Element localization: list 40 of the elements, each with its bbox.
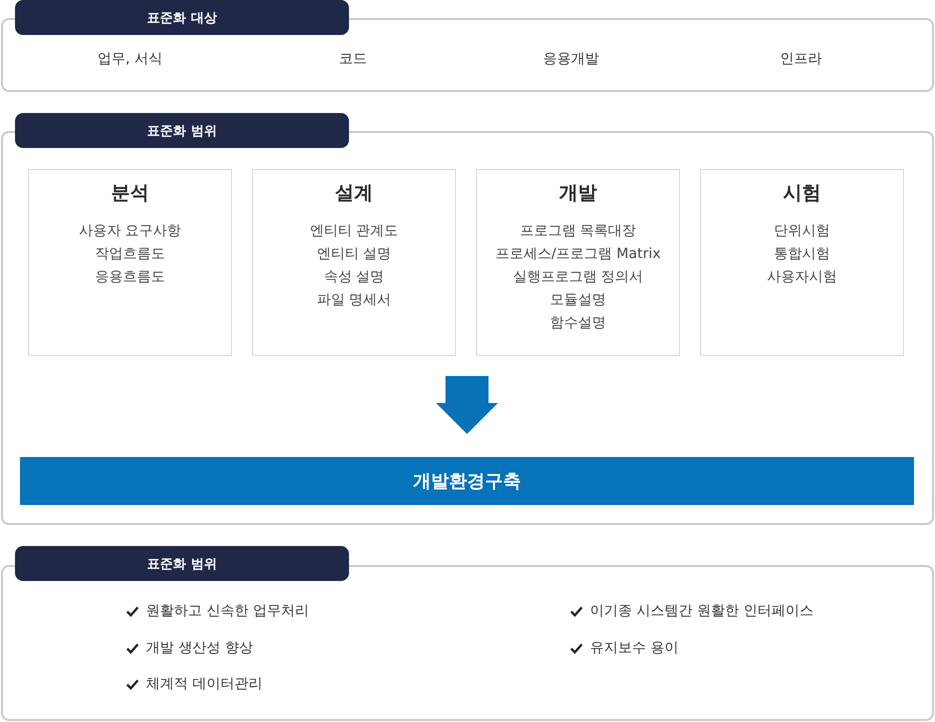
card-heading: 시험 [783, 181, 821, 205]
benefit-text: 유지보수 용이 [590, 639, 678, 658]
scope-item: 인프라 [780, 50, 822, 69]
card-list-item: 속성 설명 [324, 268, 384, 287]
section-panel [1, 0, 934, 92]
scope-item: 업무, 서식 [98, 50, 162, 69]
card-list-item: 함수설명 [550, 314, 606, 333]
card-list-item: 단위시험 [774, 222, 830, 241]
benefit-text: 원활하고 신속한 업무처리 [146, 602, 309, 621]
category-card [252, 169, 456, 356]
card-list-item: 파일 명세서 [316, 291, 392, 310]
section-title-tab: 표준화 범위 [15, 113, 349, 148]
scope-item: 응용개발 [543, 50, 599, 69]
category-card [700, 169, 904, 356]
card-list-item: 프로세스/프로그램 Matrix [495, 245, 661, 264]
card-list-item: 프로그램 목록대장 [520, 222, 636, 241]
section-panel [1, 546, 934, 721]
block-arrow [436, 376, 498, 434]
category-card [28, 169, 232, 356]
card-list-item: 사용자 요구사항 [78, 222, 182, 241]
scope-item: 코드 [339, 50, 367, 69]
card-list-item: 엔티티 관계도 [310, 222, 398, 241]
card-list-item: 엔티티 설명 [316, 245, 392, 264]
card-list-item: 응용흐름도 [95, 268, 165, 287]
benefit-text: 이기종 시스템간 원활한 인터페이스 [590, 602, 814, 621]
card-list-item: 작업흐름도 [95, 245, 165, 264]
card-heading: 분석 [111, 181, 149, 205]
card-list-item: 실행프로그램 정의서 [512, 268, 644, 287]
card-heading: 설계 [335, 181, 373, 205]
card-list-item: 모듈설명 [550, 291, 606, 310]
section-title-tab: 표준화 범위 [15, 546, 349, 581]
benefit-text: 체계적 데이터관리 [146, 675, 262, 694]
result-banner: 개발환경구축 [20, 457, 914, 505]
card-heading: 개발 [559, 181, 597, 205]
section-title-tab: 표준화 대상 [15, 0, 349, 35]
card-list-item: 사용자시험 [767, 268, 837, 287]
benefit-text: 개발 생산성 향상 [146, 639, 253, 658]
category-card [476, 169, 680, 356]
section-panel [1, 113, 934, 525]
card-list-item: 통합시험 [774, 245, 830, 264]
